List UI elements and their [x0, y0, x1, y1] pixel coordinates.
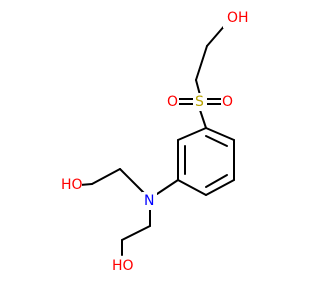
ring-bond-1 [205, 127, 235, 141]
bond-c1-c2 [195, 45, 208, 81]
atom-oh-top-label: OH [227, 10, 249, 26]
bond-c2-s [195, 79, 201, 96]
ring-bond-4 [177, 179, 207, 196]
bonds [79, 23, 235, 256]
bond-n-c3 [119, 168, 146, 195]
bond-s-ring [199, 109, 207, 129]
atom-o-right: O [221, 93, 235, 111]
atom-o-left-label: O [167, 94, 178, 110]
atom-labels: OH O S O HO N HO [60, 10, 249, 275]
ring-inner-2 [205, 174, 228, 188]
bond-ring-n [156, 179, 179, 195]
atom-ho-bottom: HO [110, 257, 134, 275]
atom-o-right-label: O [222, 94, 233, 110]
atom-ho-left: HO [60, 176, 83, 194]
atom-s-label: S [195, 94, 204, 110]
atom-n: N [142, 192, 157, 210]
atom-s: S [193, 93, 207, 111]
ring-inner-1 [205, 135, 228, 147]
atom-o-left: O [166, 93, 179, 111]
molecule-diagram: OH O S O HO N HO [60, 10, 249, 275]
bond-c5-c6 [121, 225, 151, 241]
ring-bond-3 [205, 179, 235, 196]
atom-ho-left-label: HO [61, 177, 83, 193]
ring-bond-6 [177, 127, 207, 141]
bond-oh-c1 [206, 23, 227, 47]
bond-c3-c4 [91, 168, 121, 185]
atom-n-label: N [144, 193, 154, 209]
atom-oh-top: OH [223, 10, 249, 28]
atom-ho-bottom-label: HO [112, 258, 134, 274]
